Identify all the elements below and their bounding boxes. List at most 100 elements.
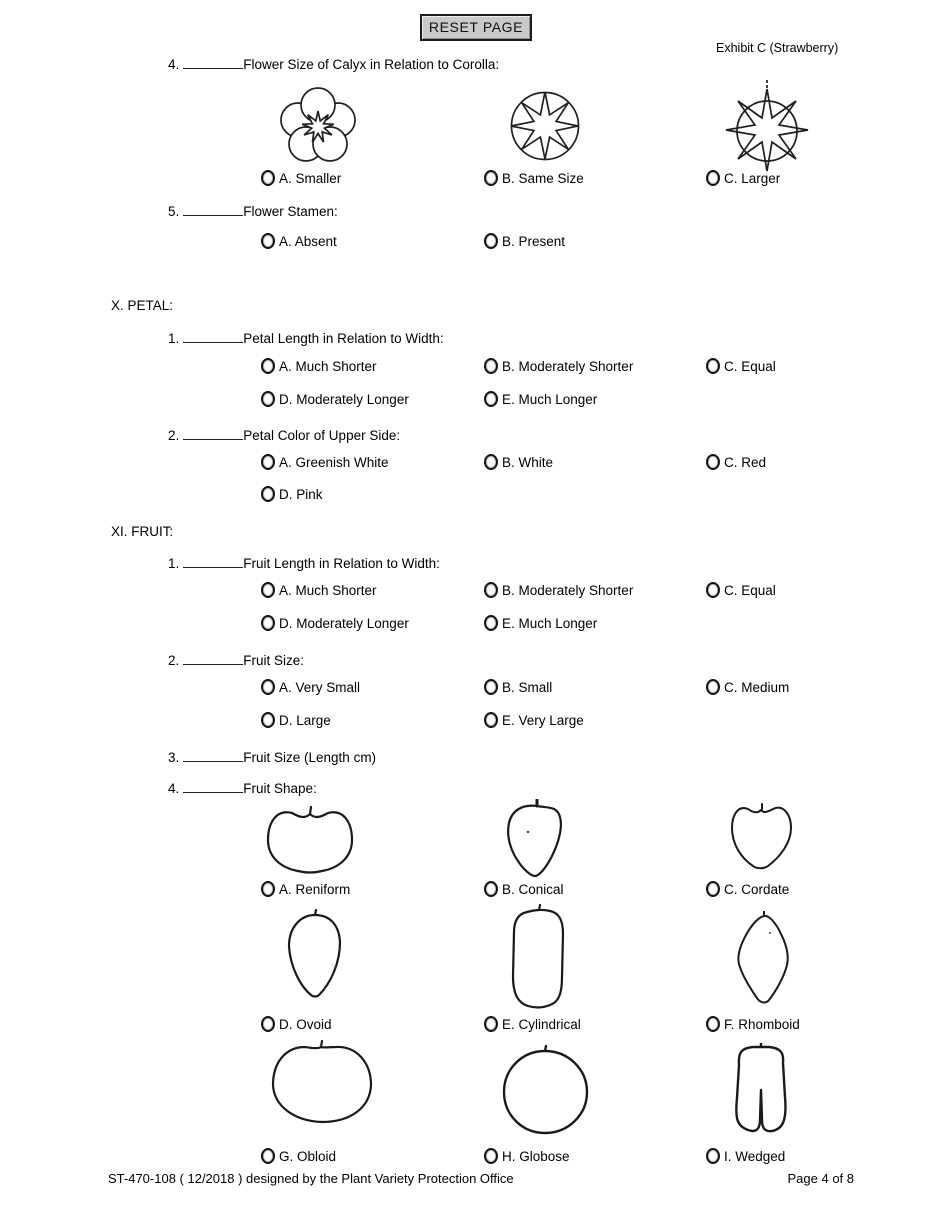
question-number: 2.	[168, 428, 180, 443]
radio-calyx-smaller[interactable]	[261, 170, 275, 186]
radio-label: D. Pink	[279, 486, 323, 502]
radio-fruit-length-e[interactable]	[484, 615, 498, 631]
radio-label: F. Rhomboid	[724, 1016, 800, 1032]
radio-fruit-length-d[interactable]	[261, 615, 275, 631]
radio-fruit-size-d[interactable]	[261, 712, 275, 728]
answer-blank-fruit-size-cm[interactable]	[183, 749, 244, 762]
radio-petal-length-c[interactable]	[706, 358, 720, 374]
option-shape-globose: H. Globose	[484, 1148, 570, 1164]
radio-petal-length-d[interactable]	[261, 391, 275, 407]
radio-shape-globose[interactable]	[484, 1148, 498, 1164]
radio-fruit-size-e[interactable]	[484, 712, 498, 728]
radio-shape-conical[interactable]	[484, 881, 498, 897]
option-fruit-length-a: A. Much Shorter	[261, 582, 377, 598]
radio-petal-color-a[interactable]	[261, 454, 275, 470]
fruit-globose-icon	[499, 1045, 591, 1137]
question-number: 3.	[168, 750, 180, 765]
reset-page-button[interactable]: RESET PAGE	[420, 14, 532, 41]
option-petal-length-a: A. Much Shorter	[261, 358, 377, 374]
option-shape-reniform: A. Reniform	[261, 881, 350, 897]
radio-petal-color-b[interactable]	[484, 454, 498, 470]
option-shape-wedged: I. Wedged	[706, 1148, 785, 1164]
answer-blank-stamen[interactable]	[183, 203, 244, 216]
section-fruit: XI. FRUIT:	[111, 524, 174, 539]
option-calyx-larger: C. Larger	[706, 170, 780, 186]
radio-petal-length-b[interactable]	[484, 358, 498, 374]
radio-stamen-absent[interactable]	[261, 233, 275, 249]
radio-fruit-size-b[interactable]	[484, 679, 498, 695]
radio-label: B. Small	[502, 679, 553, 695]
radio-label: B. White	[502, 454, 554, 470]
option-calyx-same-size: B. Same Size	[484, 170, 584, 186]
radio-shape-wedged[interactable]	[706, 1148, 720, 1164]
question-label: Petal Color of Upper Side:	[243, 428, 401, 443]
option-calyx-smaller: A. Smaller	[261, 170, 341, 186]
option-shape-rhomboid: F. Rhomboid	[706, 1016, 800, 1032]
question-label: Fruit Size:	[243, 653, 305, 668]
fruit-conical-icon	[502, 799, 572, 878]
option-petal-length-d: D. Moderately Longer	[261, 391, 409, 407]
radio-shape-reniform[interactable]	[261, 881, 275, 897]
option-stamen-absent: A. Absent	[261, 233, 337, 249]
option-fruit-length-d: D. Moderately Longer	[261, 615, 409, 631]
flower-calyx-same-size-icon	[508, 86, 582, 164]
answer-blank-fruit-size[interactable]	[183, 652, 244, 665]
radio-petal-color-d[interactable]	[261, 486, 275, 502]
option-fruit-length-e: E. Much Longer	[484, 615, 597, 631]
radio-petal-length-a[interactable]	[261, 358, 275, 374]
option-shape-ovoid: D. Ovoid	[261, 1016, 332, 1032]
question-number: 4.	[168, 781, 180, 796]
radio-label: B. Moderately Shorter	[502, 358, 634, 374]
radio-label: B. Moderately Shorter	[502, 582, 634, 598]
answer-blank-petal-length[interactable]	[183, 330, 244, 343]
radio-label: A. Much Shorter	[279, 582, 377, 598]
option-fruit-size-b: B. Small	[484, 679, 552, 695]
radio-fruit-size-a[interactable]	[261, 679, 275, 695]
fruit-rhomboid-icon	[732, 911, 794, 1011]
radio-label: B. Conical	[502, 881, 564, 897]
radio-label: C. Equal	[724, 358, 776, 374]
question-number: 4.	[168, 57, 180, 72]
radio-calyx-larger[interactable]	[706, 170, 720, 186]
option-fruit-size-e: E. Very Large	[484, 712, 584, 728]
radio-label: A. Greenish White	[279, 454, 389, 470]
question-label: Petal Length in Relation to Width:	[243, 331, 444, 346]
answer-blank-petal-color[interactable]	[183, 427, 244, 440]
option-petal-color-a: A. Greenish White	[261, 454, 389, 470]
radio-shape-obloid[interactable]	[261, 1148, 275, 1164]
radio-fruit-size-c[interactable]	[706, 679, 720, 695]
option-fruit-length-b: B. Moderately Shorter	[484, 582, 633, 598]
radio-label: G. Obloid	[279, 1148, 337, 1164]
option-shape-obloid: G. Obloid	[261, 1148, 336, 1164]
radio-petal-length-e[interactable]	[484, 391, 498, 407]
section-petal: X. PETAL:	[111, 298, 174, 313]
radio-label: A. Much Shorter	[279, 358, 377, 374]
radio-shape-cordate[interactable]	[706, 881, 720, 897]
answer-blank-fruit-shape[interactable]	[183, 780, 244, 793]
question-label: Fruit Shape:	[243, 781, 317, 796]
question-label: Fruit Size (Length cm)	[243, 750, 377, 765]
radio-label: C. Medium	[724, 679, 790, 695]
radio-label: B. Same Size	[502, 170, 584, 186]
question-stamen: 5.Flower Stamen:	[168, 203, 338, 219]
option-petal-length-b: B. Moderately Shorter	[484, 358, 633, 374]
radio-fruit-length-c[interactable]	[706, 582, 720, 598]
radio-shape-ovoid[interactable]	[261, 1016, 275, 1032]
radio-label: E. Much Longer	[502, 391, 598, 407]
answer-blank-calyx[interactable]	[183, 56, 244, 69]
question-fruit-size-cm: 3. Fruit Size (Length cm)	[168, 749, 376, 765]
fruit-wedged-icon	[724, 1043, 796, 1135]
exhibit-label: Exhibit C (Strawberry)	[716, 41, 839, 55]
radio-label: A. Smaller	[279, 170, 342, 186]
radio-shape-cylindrical[interactable]	[484, 1016, 498, 1032]
radio-fruit-length-a[interactable]	[261, 582, 275, 598]
question-number: 5.	[168, 204, 180, 219]
radio-stamen-present[interactable]	[484, 233, 498, 249]
answer-blank-fruit-length[interactable]	[183, 555, 244, 568]
radio-fruit-length-b[interactable]	[484, 582, 498, 598]
radio-petal-color-c[interactable]	[706, 454, 720, 470]
question-calyx-size: 4.Flower Size of Calyx in Relation to Co…	[168, 56, 499, 72]
radio-calyx-same-size[interactable]	[484, 170, 498, 186]
option-fruit-size-c: C. Medium	[706, 679, 789, 695]
radio-shape-rhomboid[interactable]	[706, 1016, 720, 1032]
